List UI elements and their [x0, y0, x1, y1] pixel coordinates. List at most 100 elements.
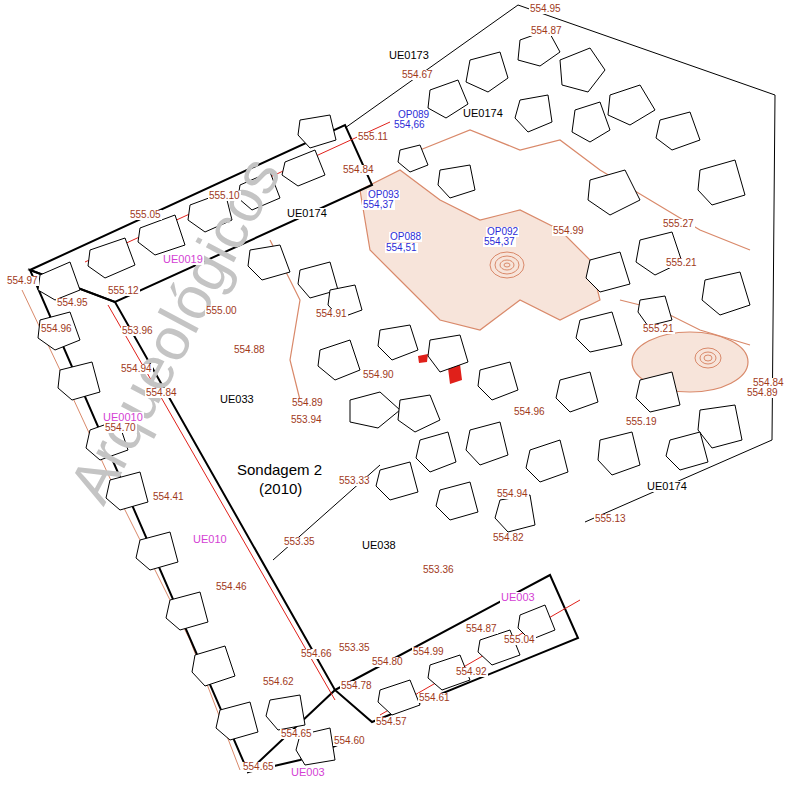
- elevation-label: 555.13: [594, 514, 627, 524]
- elevation-label: 555.10: [208, 191, 241, 201]
- plan-shape: [466, 422, 508, 465]
- plan-shape: [192, 646, 235, 686]
- elevation-label: 554.65: [280, 729, 313, 739]
- plan-shape: [608, 85, 655, 125]
- elevation-label: 553.96: [121, 326, 154, 336]
- elevation-label: 554.80: [371, 657, 404, 667]
- plan-shape: [428, 335, 468, 372]
- elevation-label: 554.41: [152, 492, 185, 502]
- elevation-label: 555.12: [107, 286, 140, 296]
- wall-outline: [30, 125, 578, 772]
- elevation-label: 554.88: [233, 345, 266, 355]
- plan-shape: [638, 296, 672, 326]
- plan-shape: [136, 532, 178, 570]
- plan-shape: [700, 352, 716, 364]
- elevation-label: 554.70: [104, 423, 137, 433]
- elevation-label: 554.99: [412, 647, 445, 657]
- structure-label: UE0010: [102, 412, 144, 423]
- context-label: UE033: [219, 394, 255, 405]
- elevation-label: 554.67: [401, 70, 434, 80]
- plan-shape: [298, 115, 336, 148]
- plan-shape: [350, 392, 400, 428]
- point-label: 554,37: [362, 200, 395, 210]
- elevation-label: 555.11: [357, 132, 389, 142]
- elevation-label: 554.65: [242, 762, 275, 772]
- elevation-label: 554.46: [215, 582, 248, 592]
- elevation-label: 555.21: [665, 258, 698, 268]
- plan-shape: [138, 215, 185, 255]
- elevation-label: 555.00: [205, 306, 238, 316]
- context-label: UE0173: [388, 50, 430, 61]
- plan-shape: [360, 170, 600, 330]
- elevation-label: 554.96: [513, 407, 546, 417]
- plan-shape: [576, 312, 622, 352]
- plan-shape: [420, 130, 750, 250]
- plan-shape: [376, 462, 418, 500]
- elevation-label: 555.04: [503, 635, 536, 645]
- elevation-label: 554.90: [362, 370, 395, 380]
- elevation-label: 554.84: [145, 388, 178, 398]
- elevation-label: 554.92: [455, 667, 488, 677]
- stones: [38, 30, 750, 765]
- plan-shape: [38, 312, 80, 350]
- area-title: Sondagem 2: [236, 462, 323, 477]
- point-label: OP089: [397, 110, 430, 120]
- point-label: 554,51: [385, 243, 418, 253]
- elevation-label: 554.99: [552, 226, 585, 236]
- point-label: OP088: [389, 232, 422, 242]
- plan-shape: [345, 5, 775, 522]
- plan-shape: [438, 165, 475, 198]
- elevation-label: 553.36: [422, 565, 455, 575]
- plan-shape: [636, 232, 682, 275]
- elevation-label: 555.19: [625, 417, 658, 427]
- elevation-label: 554.66: [300, 649, 333, 659]
- plan-shape: [216, 702, 258, 740]
- plan-shape: [58, 362, 100, 400]
- plan-shape: [500, 260, 514, 270]
- plan-shape: [436, 482, 478, 520]
- area-title: (2010): [258, 481, 303, 496]
- plan-shape: [560, 48, 605, 92]
- elevation-label: 555.05: [129, 210, 162, 220]
- elevation-label: 554.89: [291, 398, 324, 408]
- elevation-label: 554.89: [746, 388, 779, 398]
- plan-shape: [556, 372, 598, 412]
- plan-shape: [588, 170, 640, 215]
- point-label: OP092: [486, 227, 519, 237]
- plan-shape: [495, 256, 519, 274]
- plan-shape: [504, 263, 510, 267]
- elevation-label: 554.87: [465, 624, 498, 634]
- elevation-label: 554.91: [315, 309, 348, 319]
- plan-shape: [466, 52, 508, 92]
- point-label: 554,37: [483, 237, 516, 247]
- point-label: OP093: [367, 190, 400, 200]
- plan-shape: [586, 252, 630, 292]
- elevation-label: 554.57: [375, 717, 408, 727]
- plan-shape: [398, 145, 428, 172]
- plan-shape: [378, 680, 420, 715]
- point-label: 554,66: [393, 120, 426, 130]
- elevation-label: 554.94: [120, 364, 153, 374]
- elevation-label: 554.84: [342, 165, 375, 175]
- elevation-label: 554.94: [496, 489, 529, 499]
- context-label: UE0174: [462, 108, 504, 119]
- plan-shape: [88, 238, 135, 278]
- plan-shape: [418, 354, 428, 363]
- contour-area: [270, 130, 750, 400]
- plan-shape: [704, 355, 712, 361]
- elevation-label: 554.62: [262, 677, 295, 687]
- elevation-label: 554.84: [752, 378, 785, 388]
- structure-label: UE003: [500, 592, 536, 603]
- elevation-label: 555.27: [662, 219, 695, 229]
- plan-shape: [266, 695, 305, 730]
- context-label: UE0174: [286, 208, 328, 219]
- elevation-label: 554.87: [530, 26, 563, 36]
- plan-shape: [572, 102, 610, 142]
- plan-shape: [318, 340, 360, 380]
- plan-shape: [248, 245, 290, 280]
- plan-shape: [702, 272, 750, 315]
- elevation-label: 554.61: [418, 693, 451, 703]
- structure-label: UE003: [290, 767, 326, 778]
- contour-rings: [490, 252, 721, 368]
